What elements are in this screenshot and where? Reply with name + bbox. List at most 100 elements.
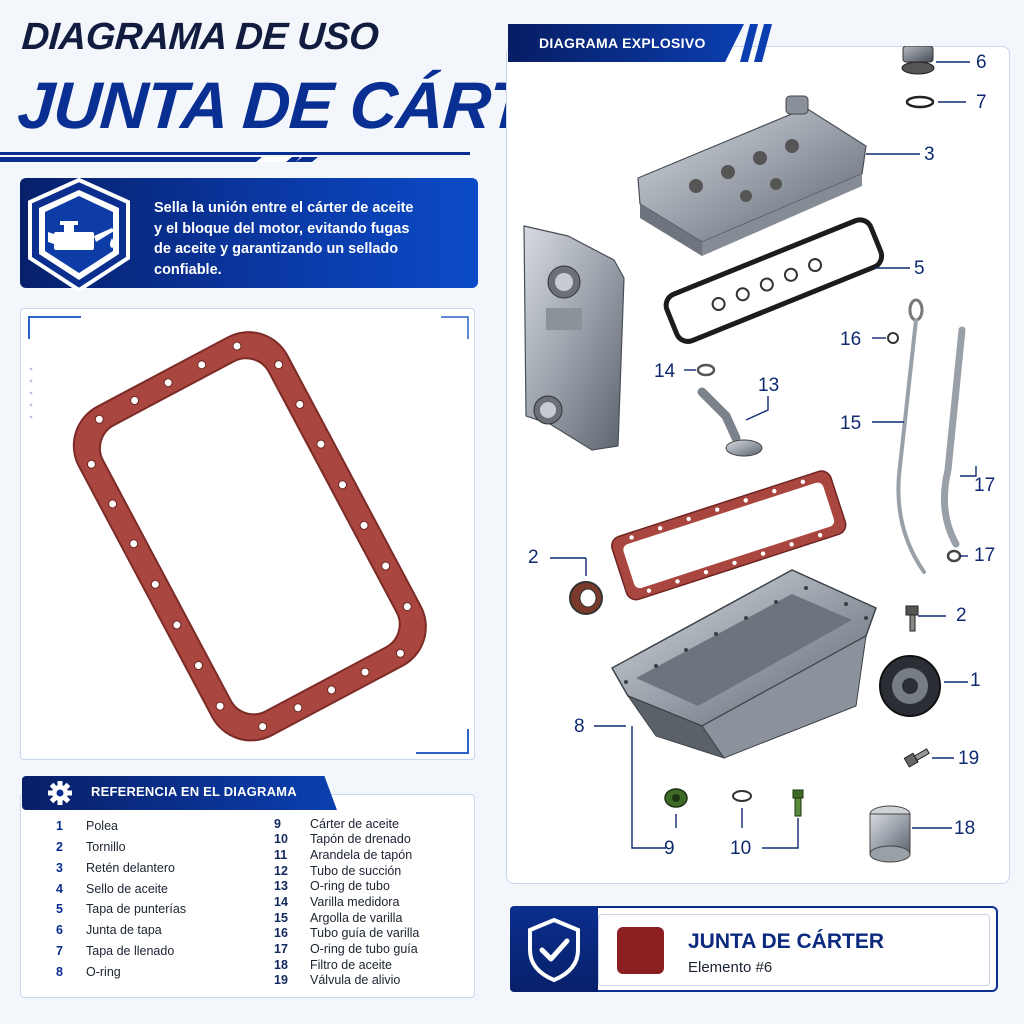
callout-3: 2 [528, 547, 539, 568]
reference-number: 13 [274, 879, 288, 894]
callout-11: 10 [730, 838, 752, 859]
callout-13: 14 [654, 361, 676, 382]
reference-number: 1 [56, 819, 63, 834]
reference-number: 4 [56, 881, 63, 896]
reference-list-right: 9 Cárter de aceite 10 Tapón de drenado 11 A… [274, 816, 419, 989]
reference-label: Junta de tapa [86, 923, 162, 938]
oil-pan-gasket-illustration [28, 316, 469, 754]
reference-number: 10 [274, 832, 288, 847]
drain-washer-part [732, 790, 752, 802]
description-line: confiable. [154, 261, 222, 278]
reference-item: 7 Tapa de llenado [56, 941, 186, 962]
oil-pan-gasket-part [611, 470, 847, 601]
description-line: de aceite y garantizando un sellado [154, 241, 399, 258]
callout-1: 1 [970, 670, 981, 691]
reference-number: 7 [56, 943, 63, 958]
reference-label: Tubo guía de varilla [310, 926, 420, 941]
callout-8: 7 [976, 92, 987, 113]
dipstick-part [896, 298, 926, 574]
callout-5: 3 [924, 144, 935, 165]
o-ring-part [905, 95, 935, 109]
reference-item: 10 Tapón de drenado [274, 832, 419, 848]
shield-check-icon [528, 917, 580, 983]
reference-label: Tapón de drenado [310, 832, 411, 847]
result-subtitle: Elemento #6 [688, 959, 773, 976]
reference-panel [20, 794, 475, 998]
pickup-tube-part [697, 387, 763, 457]
exploded-diagram [523, 46, 977, 863]
reference-header [22, 776, 337, 810]
reference-item: 13 O-ring de tubo [274, 879, 419, 895]
gasket-color-swatch [617, 927, 664, 974]
valve-cover-part [637, 95, 867, 256]
dipstick-ring-part [887, 332, 899, 344]
gear-icon [48, 781, 72, 805]
reference-label: O-ring [86, 964, 121, 979]
callout-17: 17 [974, 545, 996, 566]
front-seal-part [569, 581, 603, 615]
title-line-1: DIAGRAMA DE USO [20, 16, 380, 58]
reference-title: REFERENCIA EN EL DIAGRAMA [91, 784, 297, 799]
reference-label: O-ring de tubo [310, 879, 390, 894]
reference-label: Varilla medidora [310, 895, 400, 910]
dipstick-guide-tube-part [940, 326, 966, 548]
reference-item: 12 Tubo de succión [274, 863, 419, 879]
callout-6: 5 [914, 258, 925, 279]
reference-number: 18 [274, 957, 288, 972]
reference-number: 6 [56, 923, 63, 938]
callout-18: 18 [954, 818, 976, 839]
reference-item: 2 Tornillo [56, 837, 186, 858]
reference-label: Tubo de succión [310, 863, 402, 878]
callout-14: 15 [840, 413, 862, 434]
reference-number: 16 [274, 926, 288, 941]
reference-number: 3 [56, 860, 63, 875]
reference-item: 17 O-ring de tubo guía [274, 942, 419, 958]
green-bolt-part [792, 789, 804, 817]
tab-stripes [740, 24, 772, 62]
exploded-diagram-tab [508, 24, 744, 62]
reference-label: Válvula de alivio [310, 973, 401, 988]
relief-valve-part [903, 748, 930, 768]
reference-number: 12 [274, 863, 288, 878]
reference-item: 6 Junta de tapa [56, 920, 186, 941]
oil-can-icon [28, 177, 130, 293]
bolt-part [905, 605, 919, 632]
reference-number: 14 [274, 895, 288, 910]
description-text: Sella la unión entre el cárter de aceite… [154, 198, 472, 280]
timing-cover-part [523, 225, 625, 451]
callout-leaders [550, 61, 977, 849]
reference-number: 8 [56, 964, 63, 979]
reference-number: 11 [274, 847, 288, 862]
description-line: y el bloque del motor, evitando fugas [154, 220, 410, 237]
reference-label: O-ring de tubo guía [310, 942, 418, 957]
reference-item: 11 Arandela de tapón [274, 847, 419, 863]
reference-number: 2 [56, 839, 63, 854]
tube-o-ring-part [696, 363, 716, 377]
reference-number: 5 [56, 902, 63, 917]
oil-pan-part [610, 569, 877, 759]
exploded-diagram-title: DIAGRAMA EXPLOSIVO [539, 35, 706, 51]
gasket-illustration-panel [20, 308, 475, 760]
reference-label: Tapa de punterías [86, 902, 187, 917]
valve-cover-gasket-part [663, 217, 885, 344]
description-line: Sella la unión entre el cárter de aceite [154, 200, 414, 216]
callout-7: 6 [976, 52, 987, 73]
reference-number: 17 [274, 942, 288, 957]
callout-2: 2 [956, 605, 967, 626]
callout-19: 19 [958, 748, 980, 769]
reference-number: 9 [274, 816, 281, 831]
reference-item: 16 Tubo guía de varilla [274, 926, 419, 942]
reference-label: Tornillo [86, 839, 126, 854]
reference-label: Filtro de aceite [310, 957, 392, 972]
result-title: JUNTA DE CÁRTER [688, 930, 885, 953]
reference-label: Tapa de llenado [86, 943, 175, 958]
reference-label: Cárter de aceite [310, 816, 399, 831]
reference-number: 15 [274, 910, 288, 925]
reference-label: Arandela de tapón [310, 847, 413, 862]
guide-o-ring-part [946, 549, 962, 563]
callout-10: 9 [664, 838, 675, 859]
